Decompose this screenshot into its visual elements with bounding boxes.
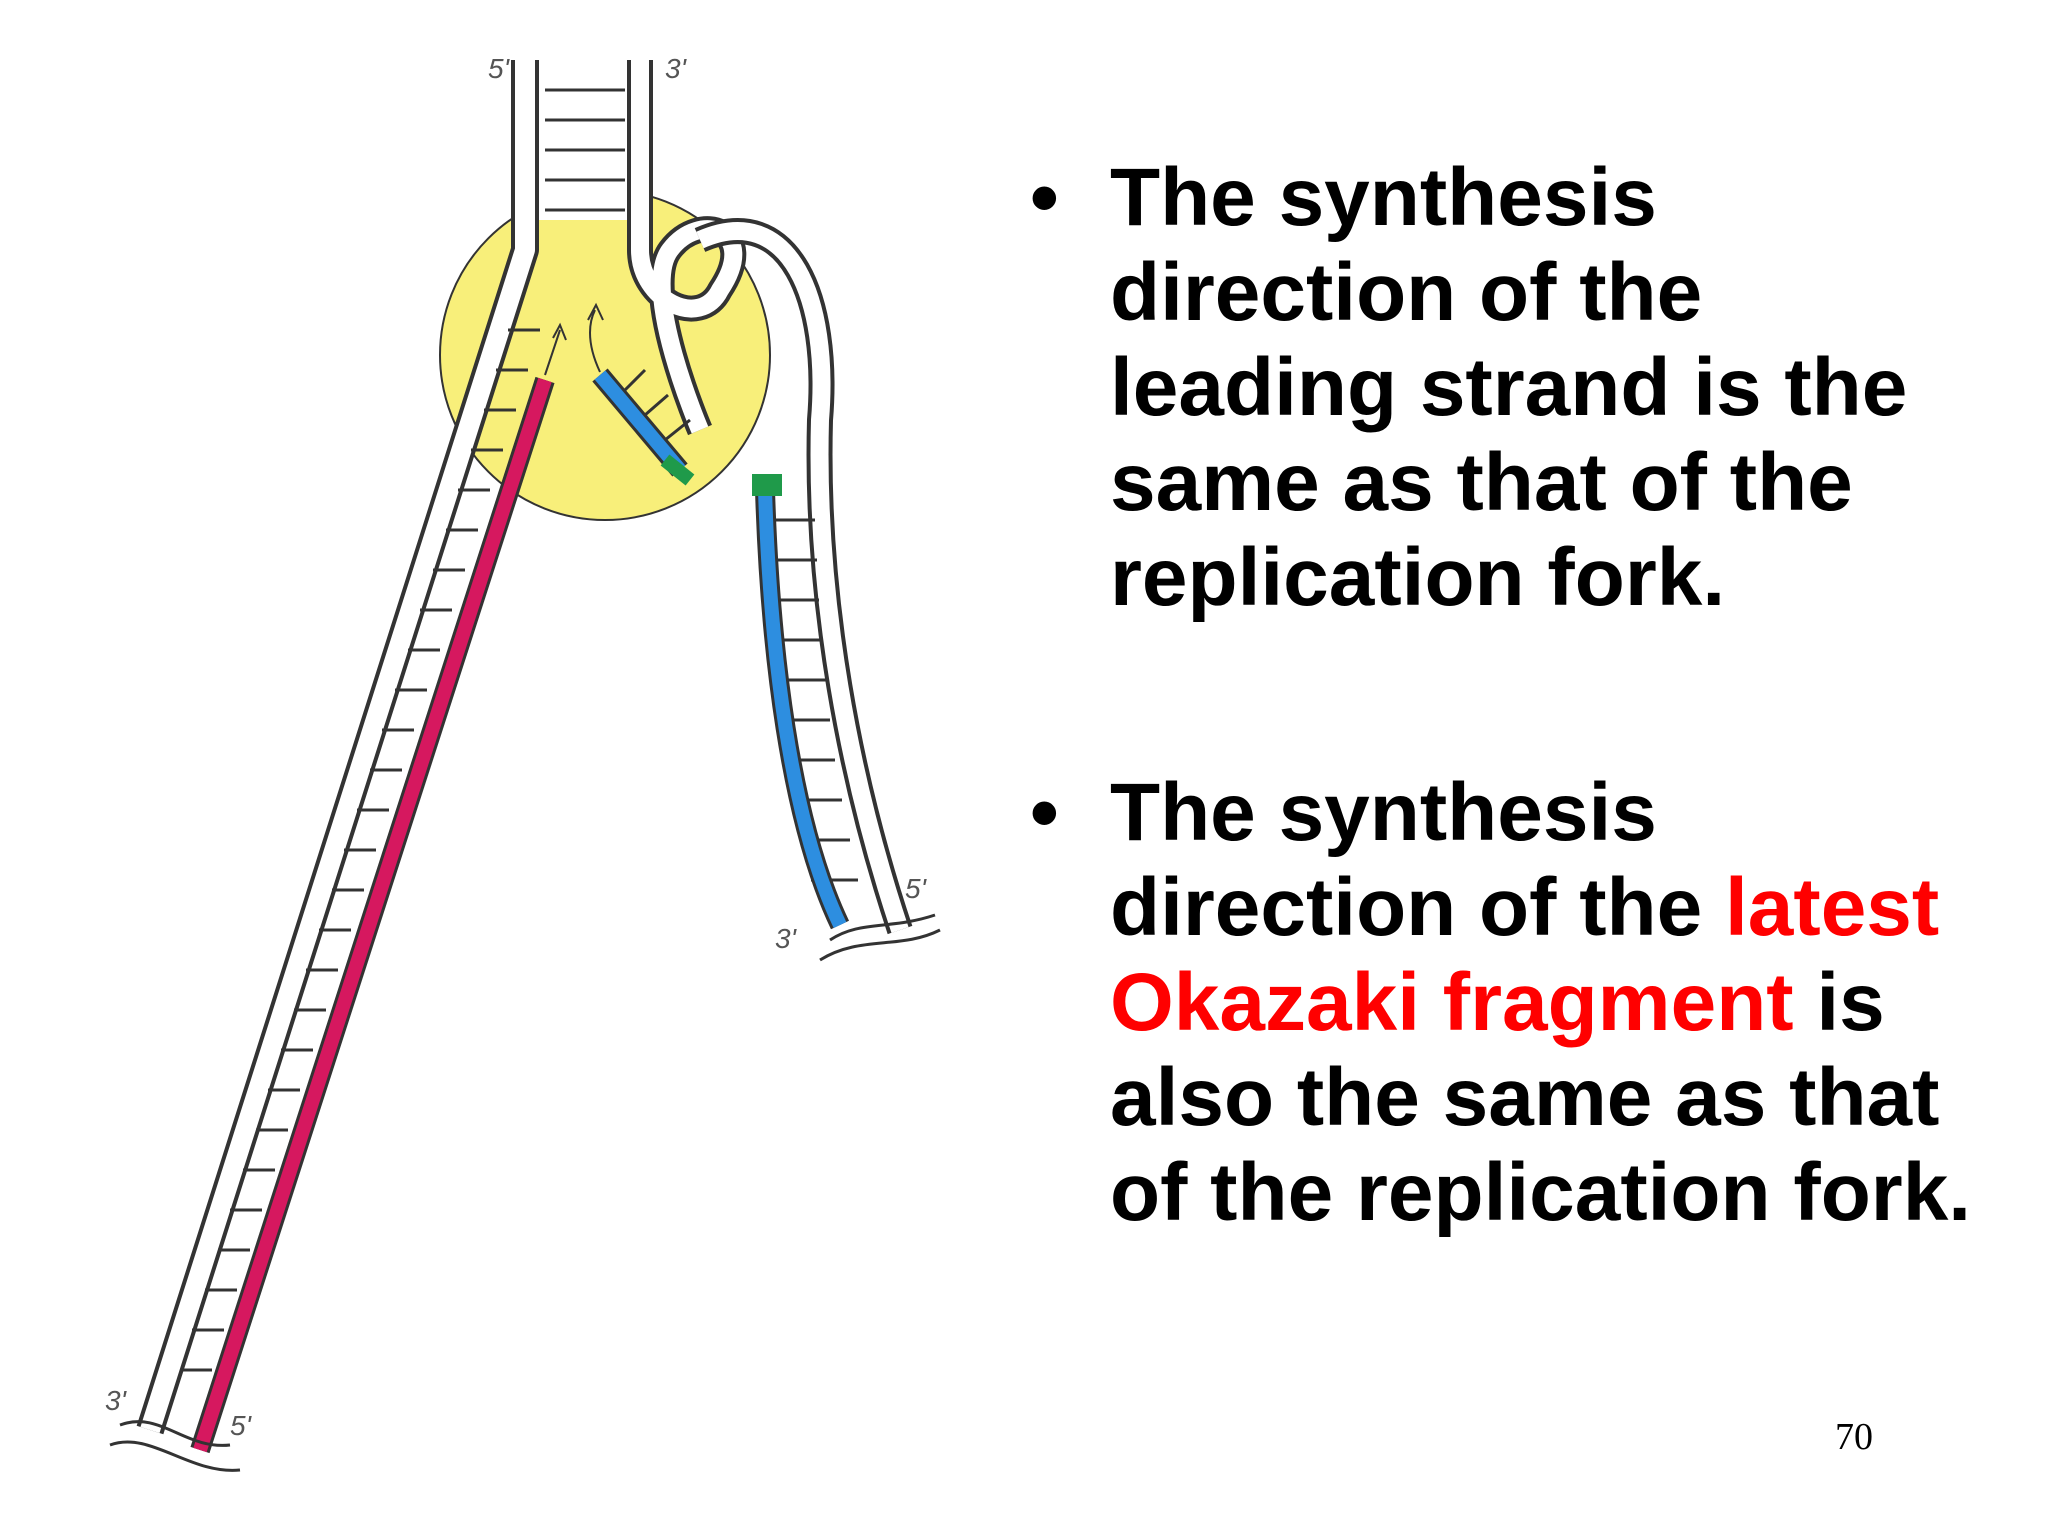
label-lagging-5prime: 5' bbox=[905, 873, 928, 904]
label-lagging-3prime: 3' bbox=[775, 923, 798, 954]
lagging-broken-end bbox=[819, 928, 941, 962]
primer-previous bbox=[752, 474, 782, 496]
synthesis-direction-arrows bbox=[544, 302, 604, 376]
label-bottom-3prime: 3' bbox=[105, 1385, 128, 1416]
page-number: 70 bbox=[1835, 1416, 1873, 1458]
parental-duplex bbox=[535, 70, 630, 220]
leading-ladder-rungs bbox=[180, 328, 540, 1372]
label-top-3prime: 3' bbox=[665, 53, 688, 84]
bullet-text: The synthesis direction of the leading s… bbox=[1110, 152, 1908, 623]
label-bottom-5prime: 5' bbox=[230, 1410, 253, 1441]
highlight-okazaki-fragment: latest Okazaki fragment bbox=[1110, 862, 1940, 1048]
bullet-symbol: • bbox=[1030, 767, 1059, 858]
bullet-list: • The synthesis direction of the leading… bbox=[1030, 150, 2010, 1240]
primer-current bbox=[660, 454, 695, 486]
leading-broken-end bbox=[109, 1440, 241, 1472]
bullet-text-after: is also the same as that of the replicat… bbox=[1110, 957, 1972, 1238]
bullet-symbol: • bbox=[1030, 152, 1059, 243]
bullet-leading-strand: • The synthesis direction of the leading… bbox=[1030, 150, 2010, 625]
bullet-text-before: The synthesis direction of the bbox=[1110, 767, 1725, 953]
label-top-5prime: 5' bbox=[488, 53, 511, 84]
bullet-okazaki-fragment: • The synthesis direction of the latest … bbox=[1030, 765, 2010, 1240]
replication-fork-diagram: 5' 3' 5' 3' 3' 5' bbox=[105, 53, 941, 1472]
